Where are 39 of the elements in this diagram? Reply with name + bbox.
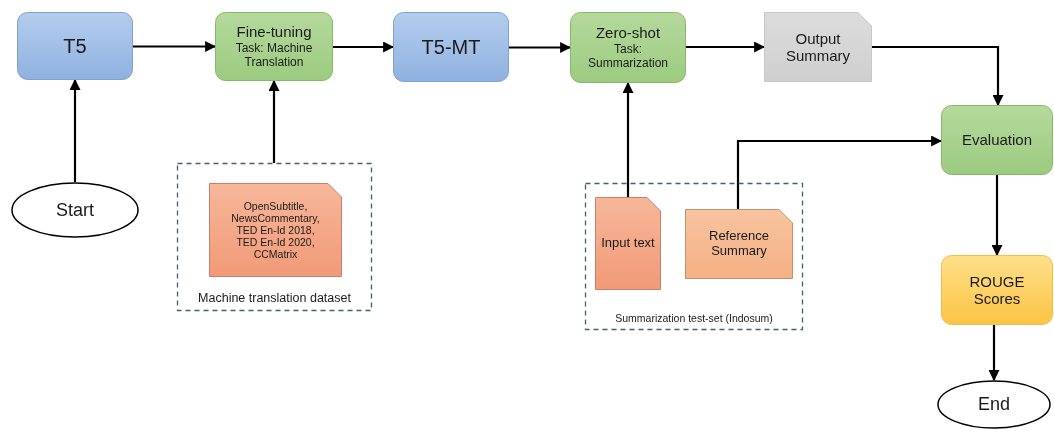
terminal-ellipse <box>937 380 1051 429</box>
arrow <box>622 81 634 197</box>
process-box <box>570 12 686 83</box>
node-label: End <box>978 394 1010 415</box>
node-subtext: Task: Machine Translation <box>234 42 314 70</box>
process-box <box>941 105 1053 175</box>
group-caption: Summarization test-set (Indosum) <box>614 312 774 324</box>
terminal-ellipse <box>11 182 139 238</box>
node-heading: Fine-tuning <box>236 23 312 41</box>
node-label: Input text <box>601 236 655 251</box>
arrow <box>686 41 766 53</box>
arrow <box>268 79 280 163</box>
arrow <box>991 175 1003 257</box>
arrow <box>872 45 1004 107</box>
node-label: Reference Summary <box>708 229 770 259</box>
process-box <box>215 12 333 81</box>
arrow <box>133 41 217 52</box>
arrow <box>333 41 395 53</box>
document-shape <box>595 197 661 290</box>
arrow <box>69 78 81 182</box>
group-caption: Machine translation dataset <box>197 291 352 305</box>
node-label: OpenSubtitle, NewsCommentary, TED En-Id 2018, TED En-Id 2020, CCMatrix <box>230 199 321 261</box>
process-box <box>393 12 509 82</box>
node-heading: Zero-shot <box>595 24 661 42</box>
node-label: Start <box>56 199 94 221</box>
node-subtext: Task: Summarization <box>587 43 669 71</box>
node-label: T5 <box>63 34 87 58</box>
node-label: ROUGE Scores <box>968 272 1026 308</box>
process-box <box>941 255 1053 325</box>
node-label: Output Summary <box>784 29 852 65</box>
process-box <box>17 12 133 80</box>
node-label: T5-MT <box>421 35 481 59</box>
document-shape <box>764 12 872 82</box>
document-shape <box>209 183 342 277</box>
arrow <box>988 325 1000 382</box>
node-label: Evaluation <box>961 131 1033 149</box>
document-shape <box>685 209 793 279</box>
arrow <box>509 42 572 53</box>
arrow <box>736 135 943 209</box>
